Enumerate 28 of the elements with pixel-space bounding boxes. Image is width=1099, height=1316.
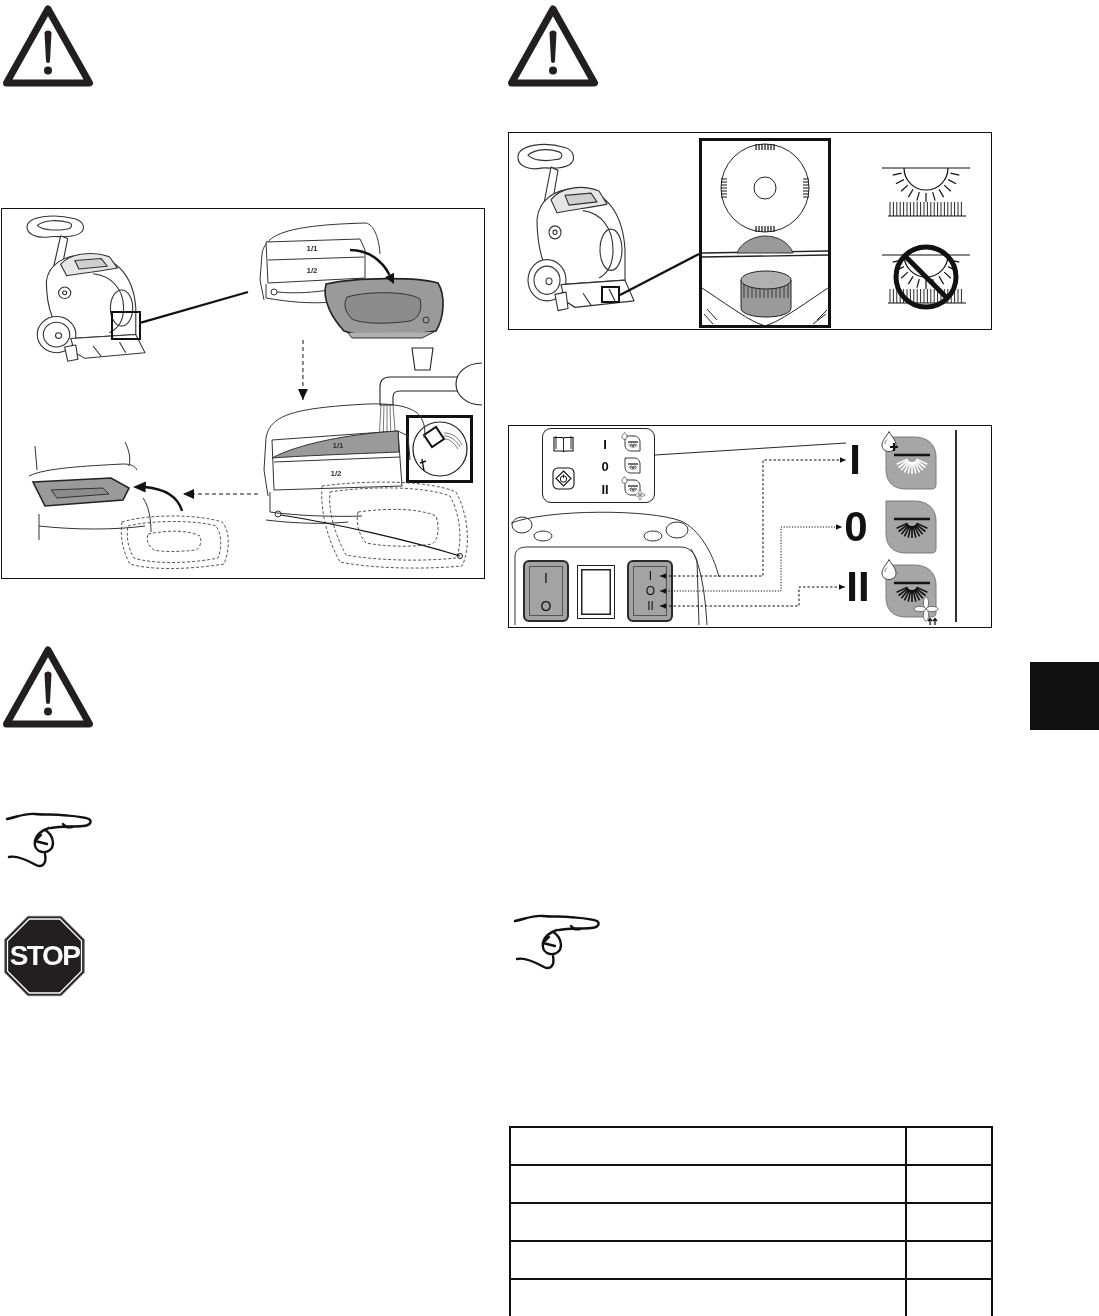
mode-label: I	[846, 443, 864, 477]
switch-position-mark: II	[641, 599, 660, 613]
rocker-switch	[523, 560, 569, 622]
fill-level-mark: 1/2	[330, 470, 342, 478]
label-plate	[542, 428, 655, 503]
leader-line	[619, 252, 700, 296]
leader-line	[654, 442, 847, 456]
fill-level-mark: 1/2	[306, 267, 318, 275]
leader-line	[140, 290, 249, 324]
mode-label: 0	[842, 509, 870, 545]
switch-position-label: I	[603, 437, 607, 451]
dashed-arrow	[182, 489, 259, 499]
switch-symbol: I	[544, 571, 548, 585]
rocker-switch	[627, 560, 673, 622]
switch-position-label: II	[601, 482, 609, 496]
switch-position-label: 0	[601, 459, 609, 473]
switch-symbol: O	[540, 599, 552, 613]
dashed-arrow	[659, 584, 846, 609]
detail-frame	[601, 286, 620, 303]
dashed-arrow	[659, 457, 847, 579]
detail-frame	[111, 311, 141, 340]
mode-label: II	[845, 569, 871, 605]
fill-level-mark: 1/1	[306, 245, 318, 253]
dashed-arrow	[659, 524, 843, 594]
switch-position-mark: I	[641, 569, 660, 583]
dashed-arrow	[297, 339, 308, 401]
switch-position-mark: O	[641, 584, 660, 598]
fill-level-mark: 1/1	[332, 442, 344, 450]
